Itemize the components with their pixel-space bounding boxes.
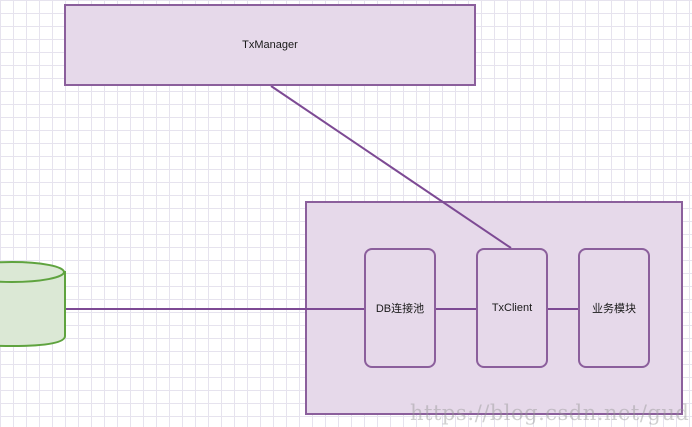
- watermark-text: https://blog.csdn.net/gud: [410, 401, 690, 425]
- db-pool-label: DB连接池: [375, 303, 425, 315]
- txmanager-box: TxManager: [64, 4, 476, 86]
- txclient-label: TxClient: [491, 302, 533, 314]
- database-icon: [0, 261, 66, 348]
- business-module-label: 业务模块: [592, 303, 636, 315]
- edge-txmanager-txclient: [270, 85, 512, 249]
- db-pool-box: DB连接池: [364, 248, 436, 368]
- txmanager-label: TxManager: [242, 39, 298, 51]
- txclient-box: TxClient: [476, 248, 548, 368]
- business-module-box: 业务模块: [578, 248, 650, 368]
